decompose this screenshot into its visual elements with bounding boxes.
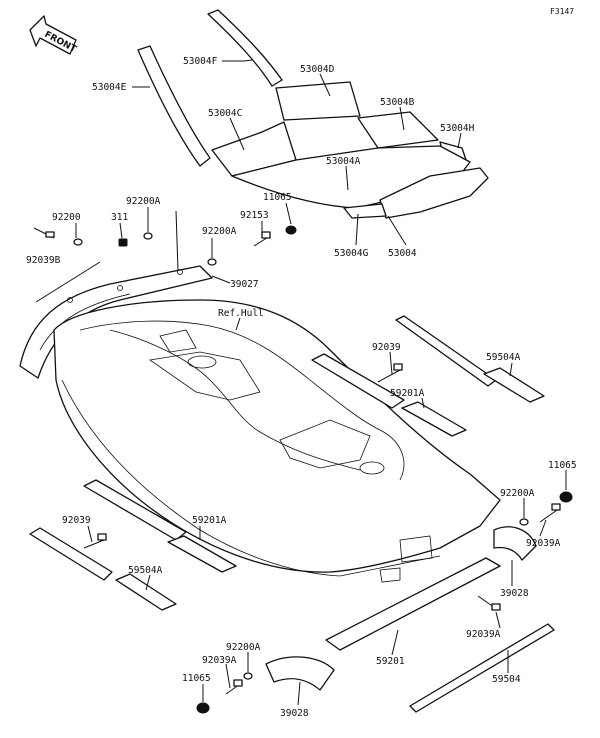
- pad-59504A-right: [483, 367, 545, 403]
- label-92039B: 92039B: [26, 255, 61, 266]
- hull: [53, 299, 501, 583]
- label-11065-right: 11065: [548, 460, 577, 471]
- cap-11065-bottom: [196, 702, 210, 714]
- mat-53004F: [207, 9, 283, 87]
- rail-59201: [325, 557, 501, 651]
- label-53004: 53004: [388, 248, 417, 259]
- label-92039A-bottom: 92039A: [202, 655, 237, 666]
- mat-53004: [379, 167, 489, 219]
- part-labels: 53004F 53004D 53004E 53004B 53004C 53004…: [26, 56, 577, 719]
- label-92200: 92200: [52, 212, 81, 223]
- nut-311: [118, 238, 128, 247]
- label-53004G: 53004G: [334, 248, 369, 259]
- rail-59201A-left-upper: [83, 479, 187, 541]
- washer-92200A-mid: [207, 258, 217, 266]
- label-53004A: 53004A: [326, 156, 361, 167]
- label-59504A-right: 59504A: [486, 352, 521, 363]
- label-59504: 59504: [492, 674, 521, 685]
- label-53004B: 53004B: [380, 97, 415, 108]
- rail-59201A-right-upper: [311, 353, 405, 409]
- label-53004E: 53004E: [92, 82, 127, 93]
- pad-59201A-right: [401, 401, 467, 437]
- mat-53004C: [211, 121, 297, 177]
- label-39028-bottom: 39028: [280, 708, 309, 719]
- bolt-92039-left: [83, 533, 107, 549]
- label-311: 311: [111, 212, 128, 223]
- label-53004D: 53004D: [300, 64, 335, 75]
- washer-92200A-top: [143, 232, 153, 240]
- bumper-59504A-left: [29, 527, 113, 581]
- bracket-39028-bottom: [265, 656, 335, 691]
- mat-53004G: [343, 203, 387, 219]
- label-11065-bottom: 11065: [182, 673, 211, 684]
- mat-53004B: [357, 111, 439, 149]
- pad-59201A-left: [167, 535, 237, 573]
- label-92200A-bottom: 92200A: [226, 642, 261, 653]
- label-59201: 59201: [376, 656, 405, 667]
- pad-59504A-left: [115, 573, 177, 611]
- label-92039A-low: 92039A: [466, 629, 501, 640]
- label-59504A-left: 59504A: [128, 565, 163, 576]
- label-53004H: 53004H: [440, 123, 475, 134]
- bolt-92039A-right: [539, 503, 561, 523]
- mat-53004E: [137, 45, 211, 167]
- side-rail-39027: [19, 265, 213, 379]
- washer-92200: [73, 238, 83, 246]
- front-arrow-icon: FRONT: [29, 15, 78, 55]
- cap-11065-right: [559, 491, 573, 503]
- label-92039-right: 92039: [372, 342, 401, 353]
- bolt-92039B: [33, 227, 55, 239]
- label-39027: 39027: [230, 279, 259, 290]
- washer-92200A-bottom: [243, 672, 253, 680]
- label-59201A-left: 59201A: [192, 515, 227, 526]
- figure-code: F3147: [550, 7, 574, 16]
- label-11065-top: 11065: [263, 192, 292, 203]
- bumper-59504A-right: [395, 315, 497, 387]
- label-53004F: 53004F: [183, 56, 218, 67]
- label-92200A-top: 92200A: [126, 196, 161, 207]
- bolt-92039-right: [377, 363, 403, 383]
- label-ref-hull: Ref.Hull: [218, 308, 264, 319]
- label-92153: 92153: [240, 210, 269, 221]
- bracket-39028-right: [493, 526, 537, 561]
- leader-lines: [35, 59, 567, 706]
- mat-53004D: [275, 81, 361, 121]
- pad-59504: [409, 623, 555, 713]
- label-92200A-right: 92200A: [500, 488, 535, 499]
- label-92200A-mid: 92200A: [202, 226, 237, 237]
- cap-11065-top: [285, 225, 297, 235]
- label-59201A-right: 59201A: [390, 388, 425, 399]
- bolt-92039A-low: [477, 595, 501, 611]
- washer-92200A-right: [519, 518, 529, 526]
- label-39028-right: 39028: [500, 588, 529, 599]
- label-53004C: 53004C: [208, 108, 242, 119]
- bolt-92039A-bottom: [225, 679, 243, 695]
- label-92039-left: 92039: [62, 515, 91, 526]
- label-92039A-right: 92039A: [526, 538, 561, 549]
